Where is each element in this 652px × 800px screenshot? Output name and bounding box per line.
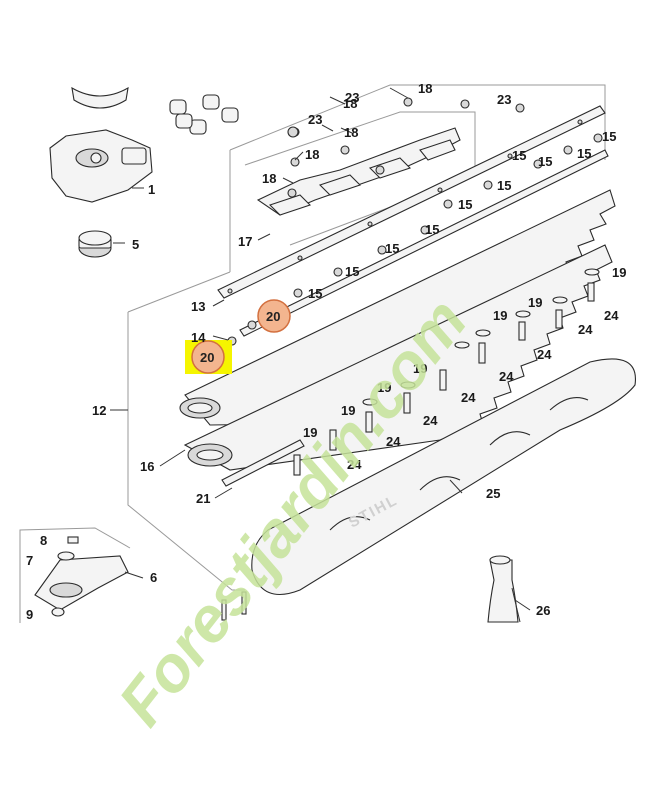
callout-20-upper: 20 <box>266 309 280 324</box>
callout-24-a: 24 <box>604 308 619 323</box>
callout-15-h: 15 <box>345 264 359 279</box>
callout-18-a: 18 <box>418 81 432 96</box>
callout-19-g: 19 <box>303 425 317 440</box>
spacer-strip-part <box>239 149 609 337</box>
callout-18-d: 18 <box>262 171 276 186</box>
callout-15-d: 15 <box>497 178 511 193</box>
diagram-frame <box>127 84 606 591</box>
callout-23-b: 23 <box>308 112 322 127</box>
cam-plate-part <box>256 97 470 216</box>
callout-24-b: 24 <box>578 322 593 337</box>
highlight-circle-lower <box>191 340 225 374</box>
shaft-part <box>487 555 521 623</box>
callout-19-f: 19 <box>341 403 355 418</box>
callout-18-c: 18 <box>305 147 319 162</box>
leader-lines <box>110 87 531 611</box>
callout-6: 6 <box>150 570 157 585</box>
callout-24-h: 24 <box>347 457 362 472</box>
callout-17: 17 <box>238 234 252 249</box>
callout-16: 16 <box>140 459 154 474</box>
inset-box <box>19 527 247 623</box>
callout-14: 14 <box>191 330 206 345</box>
callout-24-g: 24 <box>386 434 401 449</box>
nuts-part <box>227 103 603 346</box>
callout-labels: 1 5 6 7 8 9 12 13 14 15 15 15 15 15 15 1… <box>26 81 626 622</box>
callout-24-e: 24 <box>461 390 476 405</box>
callout-13: 13 <box>191 299 205 314</box>
callout-21: 21 <box>196 491 210 506</box>
callout-19-c: 19 <box>493 308 507 323</box>
highlight-circle-upper <box>257 299 291 333</box>
callout-1: 1 <box>148 182 155 197</box>
gear-housing-part <box>49 129 153 203</box>
bushings-part <box>169 94 239 135</box>
small-strip-part <box>221 439 305 487</box>
callout-5: 5 <box>132 237 139 252</box>
callout-15-e: 15 <box>458 197 472 212</box>
callout-15-f: 15 <box>425 222 439 237</box>
gear-part <box>71 86 129 109</box>
callout-23-c: 23 <box>497 92 511 107</box>
callout-18-e: 18 <box>343 96 357 111</box>
callout-25: 25 <box>486 486 500 501</box>
callout-19-e: 19 <box>377 380 391 395</box>
callout-15-c: 15 <box>538 154 552 169</box>
callout-24-d: 24 <box>499 369 514 384</box>
callout-24-c: 24 <box>537 347 552 362</box>
guide-strip-part <box>217 105 606 299</box>
callout-19-d: 19 <box>413 361 427 376</box>
callout-19-a: 19 <box>612 265 626 280</box>
bolts-and-washers <box>293 268 600 476</box>
callout-19-b: 19 <box>528 295 542 310</box>
callout-15-j: 15 <box>512 148 526 163</box>
callout-26: 26 <box>536 603 550 618</box>
callout-9: 9 <box>26 607 33 622</box>
callout-8: 8 <box>40 533 47 548</box>
callout-23-a: 23 <box>345 90 359 105</box>
callout-20-lower: 20 <box>200 350 214 365</box>
callout-15-g: 15 <box>385 241 399 256</box>
hub-part <box>78 230 125 258</box>
callout-24-f: 24 <box>423 413 438 428</box>
callout-15-b: 15 <box>577 146 591 161</box>
callout-7: 7 <box>26 553 33 568</box>
callout-15-a: 15 <box>602 129 616 144</box>
callout-18-b: 18 <box>344 125 358 140</box>
callout-12: 12 <box>92 403 106 418</box>
blade-guard-part: STIHL <box>251 358 636 595</box>
callout-15-i: 15 <box>308 286 322 301</box>
